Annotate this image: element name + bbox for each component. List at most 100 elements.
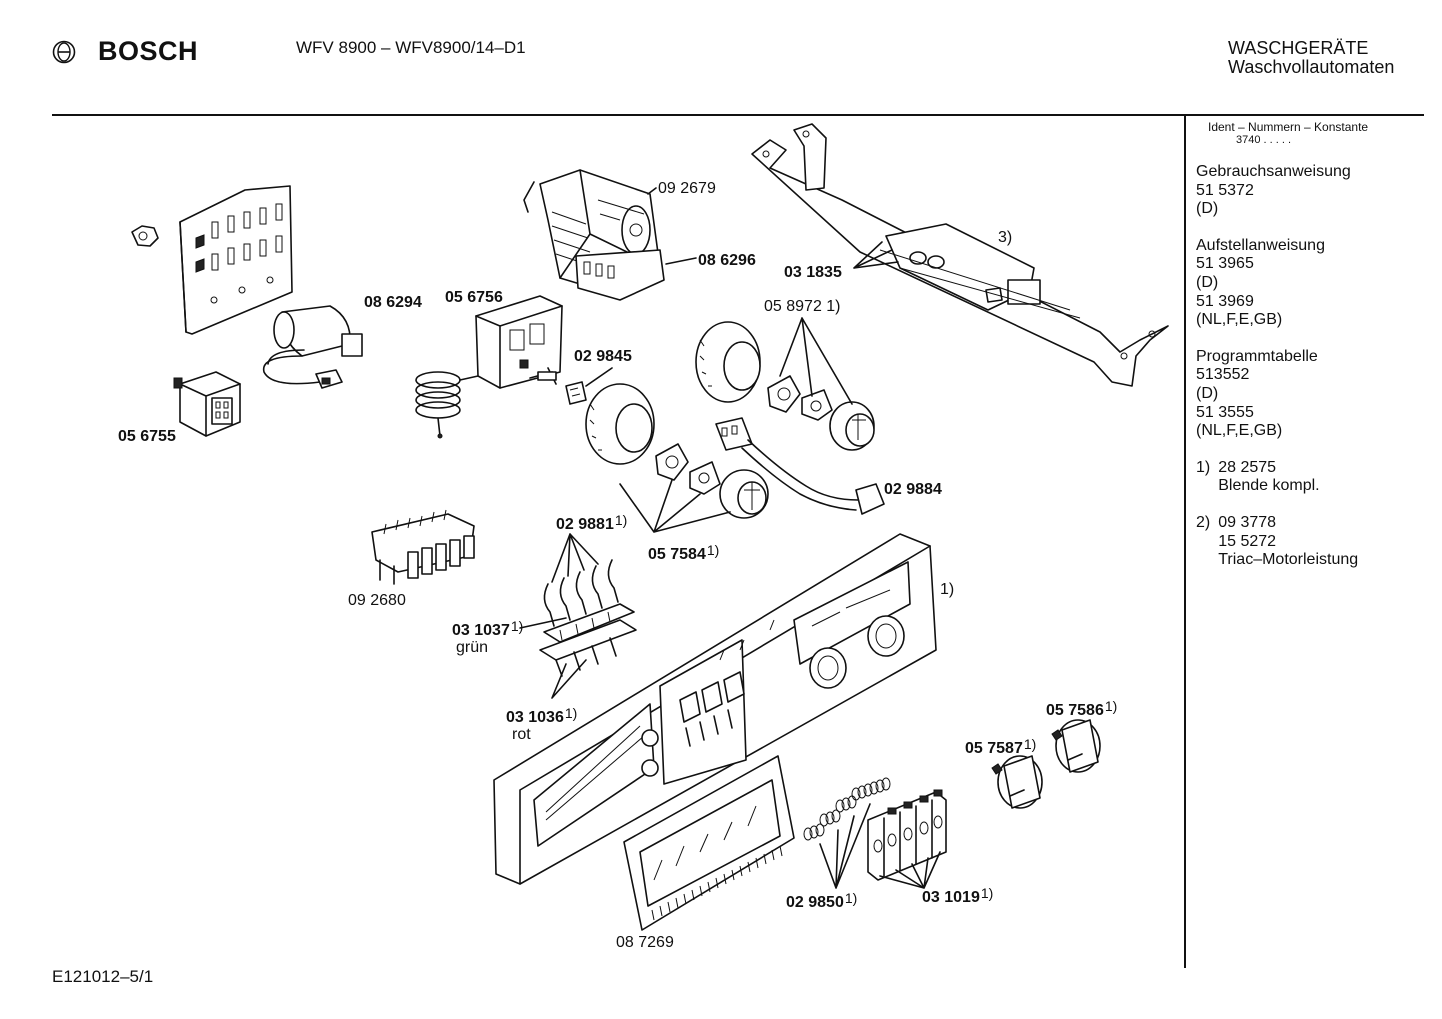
label-031036: 03 10361) <box>506 705 578 726</box>
category-line-2: Waschvollautomaten <box>1228 57 1395 77</box>
button-springs <box>803 777 891 889</box>
label-note-1: 1) <box>940 581 955 598</box>
footnote-marker: 1) <box>614 512 628 528</box>
push-buttons <box>867 789 947 889</box>
label-029881: 02 98811) <box>556 512 628 533</box>
section-title: Aufstellanweisung <box>1196 236 1325 254</box>
label-057586: 05 75861) <box>1046 698 1118 719</box>
note-marker: 1) <box>1196 458 1211 476</box>
label-029845: 02 9845 <box>574 348 632 365</box>
wire-harness <box>715 417 885 515</box>
category: WASCHGERÄTE Waschvollautomaten <box>1228 39 1394 77</box>
section-aufstellanweisung: Aufstellanweisung 51 3965 (D) 51 3969 (N… <box>1196 237 1368 330</box>
category-line-1: WASCHGERÄTE <box>1228 38 1369 58</box>
model-number: WFV 8900 – WFV8900/14–D1 <box>296 38 526 57</box>
footnote-marker: 1) <box>1104 698 1118 714</box>
label-086294: 08 6294 <box>364 294 422 311</box>
section-line: 51 5372 <box>1196 181 1254 199</box>
label-031019: 03 10191) <box>922 885 994 906</box>
footnote-marker: 1) <box>1023 736 1037 752</box>
knob-body-lower <box>719 469 769 519</box>
section-programmtabelle: Programmtabelle 513552 (D) 51 3555 (NL,F… <box>1196 348 1368 441</box>
control-fascia-panel <box>493 533 937 885</box>
note-line: 28 2575 <box>1218 458 1277 476</box>
section-line: 51 3965 <box>1196 255 1254 273</box>
contact-springs <box>543 533 619 627</box>
footnote-marker: 1) <box>844 890 858 906</box>
label-029884: 02 9884 <box>884 481 942 498</box>
hex-nut <box>131 225 159 247</box>
footnote-marker: 1) <box>980 885 994 901</box>
note-line: 15 5272 <box>1218 532 1277 550</box>
section-line: (NL,F,E,GB) <box>1196 311 1283 329</box>
footnote-marker: 1) <box>706 542 720 558</box>
door-lock-switch <box>475 295 563 389</box>
label-note-3: 3) <box>998 229 1013 246</box>
section-title: Gebrauchsanweisung <box>1196 163 1351 180</box>
note-marker: 2) <box>1196 513 1211 531</box>
section-line: 51 3969 <box>1196 292 1254 310</box>
knob-body-upper <box>829 401 875 451</box>
note-line: 09 3778 <box>1218 513 1277 531</box>
footnote-marker: 1) <box>564 705 578 721</box>
ident-value: 3740 . . . . . <box>1236 134 1292 146</box>
ident-title: Ident – Nummern – Konstante <box>1208 120 1369 134</box>
header-rule <box>52 114 1424 116</box>
sidebar: Ident – Nummern – Konstante 3740 . . . .… <box>1196 120 1368 588</box>
label-rot: rot <box>512 726 531 743</box>
drawing-code: E121012–5/1 <box>52 967 154 986</box>
knob-disk-lower <box>689 461 721 495</box>
leader-lines-058972 <box>779 317 853 405</box>
leader-lines-057584 <box>619 479 731 533</box>
label-056756: 05 6756 <box>445 289 503 306</box>
knob-ring-upper <box>767 375 801 413</box>
contact-strip-green <box>519 603 635 643</box>
note-line: Blende kompl. <box>1218 477 1320 495</box>
rotary-knob-left <box>991 755 1043 809</box>
display-window <box>623 755 795 931</box>
section-line: (D) <box>1196 200 1219 218</box>
section-line: (D) <box>1196 273 1219 291</box>
label-087269: 08 7269 <box>616 934 674 951</box>
label-gruen: grün <box>456 639 489 656</box>
programmer-unit <box>523 169 697 301</box>
knob-disk-upper <box>801 389 833 421</box>
push-switch-assembly <box>371 509 475 585</box>
knob-cap-lower <box>585 383 655 465</box>
knob-cap-upper <box>695 321 761 403</box>
knob-ring-lower <box>655 443 689 481</box>
note-2: 2) 09 3778 15 5272 Triac–Motorleistung <box>1196 514 1368 570</box>
label-056755: 05 6755 <box>118 428 176 445</box>
section-title: Programmtabelle <box>1196 347 1318 365</box>
sidebar-rule <box>1184 116 1186 968</box>
section-line: (NL,F,E,GB) <box>1196 422 1283 440</box>
coil-spring <box>415 371 479 439</box>
label-092679: 09 2679 <box>658 180 716 197</box>
bosch-logo-icon <box>52 40 76 63</box>
brand: BOSCH <box>52 36 198 67</box>
label-092680: 09 2680 <box>348 592 406 609</box>
suppressor-capacitor <box>262 305 363 389</box>
mounting-bracket <box>179 185 293 335</box>
section-line: 51 3555 <box>1196 403 1254 421</box>
label-029850: 02 98501) <box>786 890 858 911</box>
section-gebrauchsanweisung: Gebrauchsanweisung 51 5372 (D) <box>1196 163 1368 219</box>
label-031037: 03 10371) <box>452 618 524 639</box>
section-line: (D) <box>1196 384 1219 402</box>
label-031835: 03 1835 <box>784 264 842 281</box>
contact-strip-red <box>539 619 637 699</box>
note-1: 1) 28 2575 Blende kompl. <box>1196 459 1368 496</box>
label-057584: 05 75841) <box>648 542 720 563</box>
note-line: Triac–Motorleistung <box>1218 551 1359 569</box>
label-086296: 08 6296 <box>698 252 756 269</box>
rotary-knob-right <box>1051 719 1101 773</box>
label-057587: 05 75871) <box>965 736 1037 757</box>
footnote-marker: 1) <box>510 618 524 634</box>
label-058972: 05 8972 1) <box>764 298 841 315</box>
small-connector <box>565 367 613 405</box>
control-board-bracket <box>751 123 1169 387</box>
transformer <box>173 371 241 437</box>
section-line: 513552 <box>1196 366 1250 384</box>
brand-name: BOSCH <box>98 36 199 66</box>
